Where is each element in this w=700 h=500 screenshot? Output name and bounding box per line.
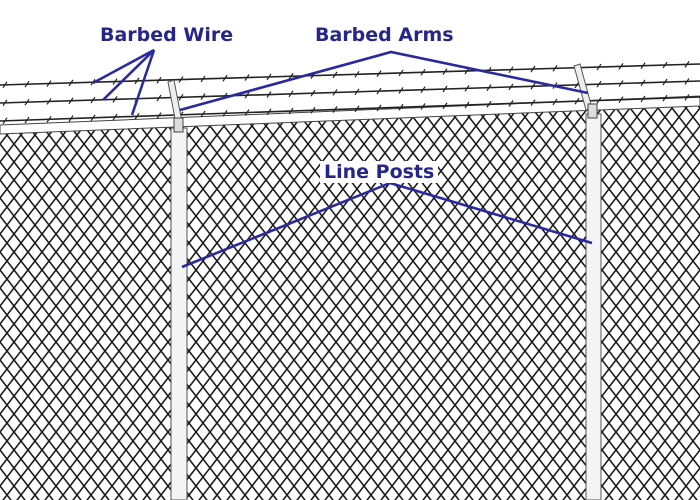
barb: [618, 80, 624, 87]
barb: [200, 110, 206, 118]
barb: [68, 97, 74, 105]
barb: [24, 98, 30, 106]
barbs: [2, 61, 690, 125]
barb: [24, 116, 30, 124]
barb: [2, 99, 8, 107]
barb: [574, 97, 580, 105]
line-post-left: [167, 79, 188, 500]
barb: [508, 66, 514, 74]
barb: [530, 99, 536, 107]
barb: [156, 112, 162, 119]
barb: [46, 80, 52, 87]
barb: [68, 79, 74, 87]
barb: [420, 68, 426, 76]
barb: [640, 79, 646, 87]
barb: [398, 103, 404, 111]
barb: [310, 89, 316, 97]
barb: [640, 62, 646, 70]
barb: [684, 61, 690, 68]
barbed-arms-label: Barbed Arms: [311, 24, 458, 46]
barb: [640, 95, 646, 103]
barb: [398, 87, 404, 94]
barb: [354, 105, 360, 113]
barb: [266, 73, 272, 81]
barb: [464, 101, 470, 109]
barb: [332, 89, 338, 96]
barb: [244, 109, 250, 116]
barbed-arm-left: [167, 79, 183, 125]
barb: [486, 100, 492, 108]
barb: [24, 80, 30, 88]
barb: [2, 81, 8, 89]
barb: [46, 98, 52, 105]
barb: [266, 91, 272, 98]
barb: [486, 84, 492, 91]
barb: [134, 77, 140, 85]
barb: [156, 94, 162, 102]
barb: [442, 102, 448, 110]
barb: [112, 113, 118, 121]
barb: [354, 88, 360, 96]
barb: [200, 93, 206, 100]
barb: [288, 72, 294, 80]
barb: [332, 106, 338, 113]
barb: [596, 80, 602, 88]
barb: [332, 71, 338, 79]
barb: [354, 70, 360, 78]
barb: [112, 96, 118, 103]
barb: [90, 96, 96, 104]
barbed-wire-label: Barbed Wire: [96, 24, 238, 46]
barb: [288, 107, 294, 115]
barb: [420, 103, 426, 110]
barb: [178, 76, 184, 83]
barb: [288, 90, 294, 98]
barb: [662, 78, 668, 86]
barb: [244, 74, 250, 81]
barb: [310, 106, 316, 114]
barb: [178, 93, 184, 101]
barb: [596, 63, 602, 71]
barb: [530, 82, 536, 90]
barb: [376, 70, 382, 77]
barb: [442, 85, 448, 93]
barb: [222, 74, 228, 82]
line-posts-label: Line Posts: [320, 161, 439, 183]
barb: [508, 83, 514, 91]
barb: [266, 108, 272, 116]
barb: [156, 76, 162, 84]
barb: [376, 87, 382, 95]
barb: [684, 78, 690, 85]
barb: [112, 78, 118, 85]
barb: [552, 65, 558, 72]
barb: [222, 109, 228, 117]
barb: [552, 98, 558, 106]
barb: [464, 84, 470, 92]
barb: [244, 91, 250, 99]
barb: [420, 86, 426, 94]
barb: [134, 112, 140, 120]
barb: [662, 61, 668, 69]
barb: [376, 104, 382, 112]
barb: [46, 115, 52, 123]
barb: [508, 100, 514, 107]
barb: [200, 75, 206, 83]
barbed-wire-strand: [0, 63, 700, 86]
leader-lines: [92, 48, 593, 269]
line-post-right: [573, 63, 602, 500]
barb: [662, 94, 668, 102]
barb: [2, 117, 8, 125]
barb: [442, 68, 448, 75]
barb: [530, 65, 536, 73]
barb: [90, 114, 96, 122]
barb: [596, 97, 602, 104]
barb: [618, 96, 624, 104]
barb: [618, 63, 624, 70]
barb: [684, 94, 690, 101]
barb: [68, 115, 74, 122]
barb: [398, 69, 404, 77]
